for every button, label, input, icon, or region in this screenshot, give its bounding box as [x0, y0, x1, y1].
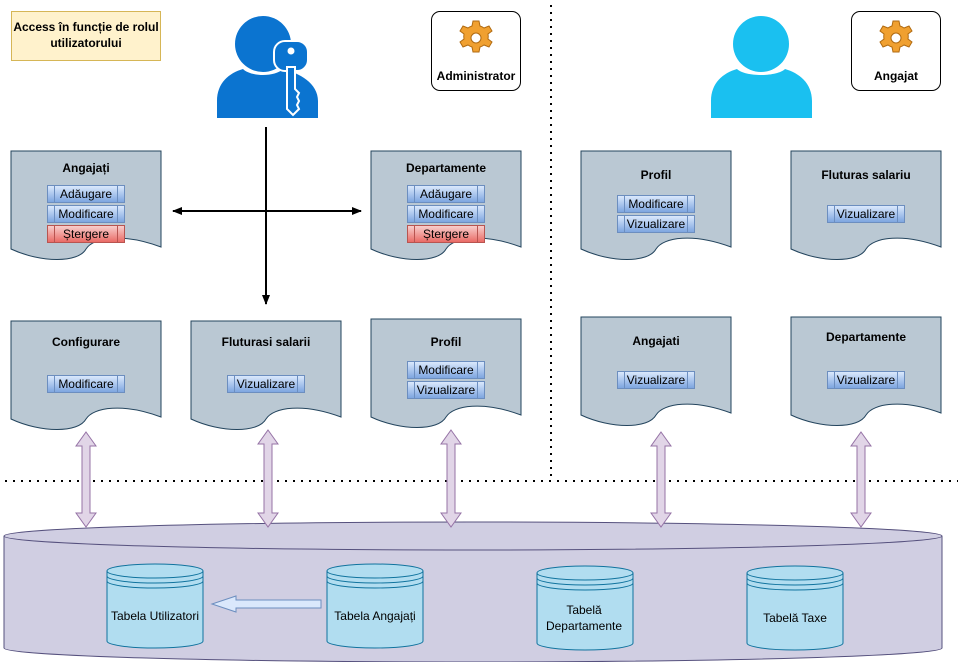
db-double-arrow	[850, 431, 872, 528]
action-button-stergere[interactable]: Ștergere	[47, 225, 125, 243]
table-cylinder-icon	[326, 563, 424, 649]
table-label: Tabela Utilizatori	[110, 609, 200, 623]
action-button-modificare[interactable]: Modificare	[47, 375, 125, 393]
role-badge-administrator: Administrator	[431, 11, 521, 91]
module-actions: Vizualizare	[227, 375, 305, 393]
module-actions: Vizualizare	[827, 205, 905, 223]
table-link-arrow	[210, 595, 322, 613]
action-button-modificare[interactable]: Modificare	[407, 361, 485, 379]
action-button-modificare[interactable]: Modificare	[47, 205, 125, 223]
module-title: Departamente	[825, 330, 907, 344]
module-title: Angajați	[62, 161, 110, 175]
table-label: Tabelă Departamente	[545, 603, 623, 633]
action-button-modificare[interactable]: Modificare	[407, 205, 485, 223]
module-title: Profil	[640, 168, 672, 182]
action-button-vizualizare[interactable]: Vizualizare	[827, 371, 905, 389]
module-title: Fluturasi salarii	[221, 335, 311, 349]
module-title: Departamente	[405, 161, 487, 175]
table-cylinder-icon	[746, 565, 844, 651]
table-label: Tabela Angajați	[334, 609, 416, 623]
gear-icon	[459, 20, 493, 53]
module-actions: Vizualizare	[827, 371, 905, 389]
action-button-stergere[interactable]: Ștergere	[407, 225, 485, 243]
role-label-angajat: Angajat	[873, 69, 918, 83]
gear-icon	[879, 20, 913, 53]
action-button-adaugare[interactable]: Adăugare	[47, 185, 125, 203]
action-button-vizualizare[interactable]: Vizualizare	[617, 371, 695, 389]
db-double-arrow	[440, 429, 462, 528]
module-title: Fluturas salariu	[821, 168, 911, 182]
module-title: Angajati	[632, 334, 680, 348]
table-cylinder-icon	[536, 565, 634, 651]
db-double-arrow	[650, 431, 672, 528]
module-actions: Modificare	[47, 375, 125, 393]
action-button-adaugare[interactable]: Adăugare	[407, 185, 485, 203]
table-cylinder-icon	[106, 563, 204, 649]
db-double-arrow	[257, 429, 279, 528]
action-button-vizualizare[interactable]: Vizualizare	[827, 205, 905, 223]
action-button-vizualizare[interactable]: Vizualizare	[617, 215, 695, 233]
action-button-vizualizare[interactable]: Vizualizare	[227, 375, 305, 393]
module-actions: Vizualizare	[617, 371, 695, 389]
action-button-modificare[interactable]: Modificare	[617, 195, 695, 213]
module-title: Profil	[430, 335, 462, 349]
database-cylinder	[3, 521, 943, 662]
role-badge-angajat: Angajat	[851, 11, 941, 91]
module-title: Configurare	[51, 335, 120, 349]
role-label-administrator: Administrator	[436, 69, 516, 83]
diagram-title: Access în funcție de rolul utilizatorulu…	[11, 11, 161, 61]
db-double-arrow	[75, 431, 97, 528]
user-key-icon	[217, 16, 318, 118]
user-icon	[711, 16, 812, 118]
action-button-vizualizare[interactable]: Vizualizare	[407, 381, 485, 399]
table-label: Tabelă Taxe	[763, 611, 827, 625]
